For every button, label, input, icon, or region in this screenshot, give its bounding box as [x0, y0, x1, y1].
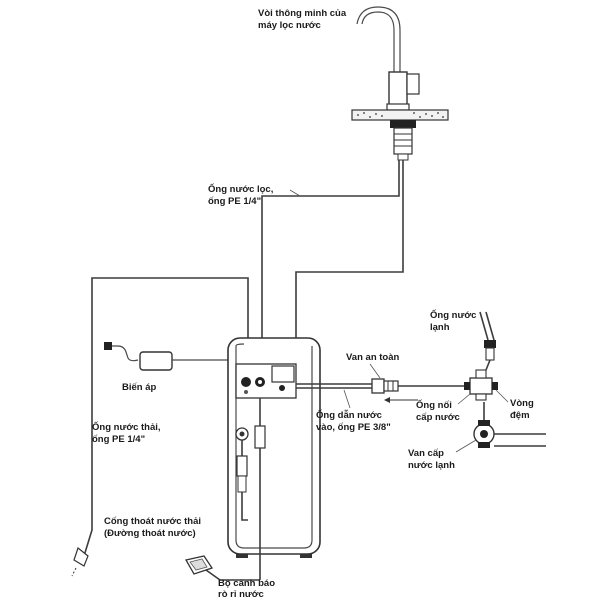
filtered-water-pipe	[261, 160, 404, 360]
waste-pipe-label-line1: Ống nước thải,	[92, 421, 161, 433]
drain-outlet	[71, 546, 89, 577]
smart-faucet	[356, 6, 420, 111]
adapter-label: Biến áp	[122, 382, 157, 393]
water-supply-connector	[464, 369, 498, 401]
cold-water-valve	[473, 402, 546, 448]
leak-sensor	[184, 555, 260, 581]
faucet-label-line1: Vòi thông minh của	[258, 8, 347, 19]
waste-pipe-label-line2: ống PE 1/4"	[92, 434, 145, 445]
inlet-pipe-label-line2: vào, ống PE 3/8"	[316, 422, 391, 433]
waste-water-pipe	[83, 277, 249, 557]
flow-arrow-icon	[384, 397, 418, 403]
connector-label-line2: cấp nước	[416, 412, 460, 423]
cold-pipe-label-line1: Ống nước	[430, 309, 476, 321]
safety-valve	[371, 378, 399, 394]
safety-valve-label: Van an toàn	[346, 352, 400, 363]
drain-label-line2: (Đường thoát nước)	[104, 528, 196, 539]
countertop	[351, 109, 449, 161]
inlet-pipe-label-line1: Ống dẫn nước	[316, 409, 382, 421]
leak-sensor-label-line1: Bộ cảnh báo	[218, 578, 275, 589]
cold-valve-label-line1: Van cấp	[408, 448, 444, 459]
cold-pipe-label-line2: lạnh	[430, 322, 450, 333]
leak-sensor-label-line2: rò rỉ nước	[218, 589, 264, 600]
inlet-water-pipe	[296, 383, 470, 389]
gasket-label-line2: đệm	[510, 410, 530, 421]
connector-label-line1: Ống nối	[416, 399, 452, 411]
faucet-label-line2: máy lọc nước	[258, 20, 321, 31]
gasket-label-line1: Vòng	[510, 398, 534, 409]
cold-water-pipe	[479, 311, 496, 371]
cold-valve-label-line2: nước lạnh	[408, 460, 455, 471]
filtered-pipe-label-line1: Ống nước lọc,	[208, 183, 273, 195]
drain-label-line1: Cống thoát nước thải	[104, 516, 201, 527]
power-adapter	[104, 342, 228, 371]
purifier-unit	[227, 337, 321, 580]
filtered-pipe-label-line2: ống PE 1/4"	[208, 196, 261, 207]
